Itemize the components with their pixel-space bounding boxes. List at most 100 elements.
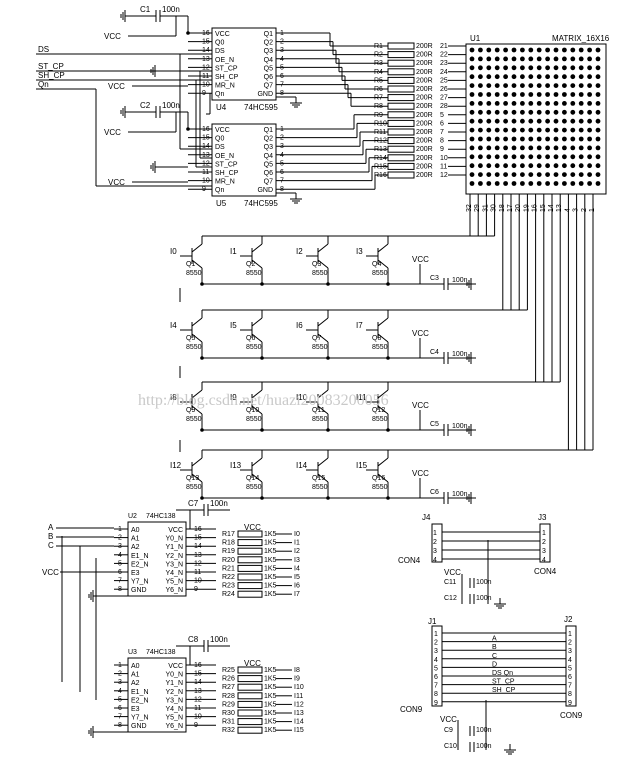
led-dot bbox=[520, 154, 525, 160]
led-dot bbox=[511, 127, 517, 133]
resistor-value: 1K5 bbox=[264, 701, 277, 708]
led-dot bbox=[486, 154, 492, 160]
matrix-pin: 21 bbox=[440, 43, 448, 50]
led-dot bbox=[562, 154, 567, 160]
transistor-collector bbox=[377, 317, 389, 327]
transistor-part: 8550 bbox=[372, 484, 388, 491]
resistor-value: 200R bbox=[416, 95, 433, 102]
led-dot bbox=[511, 56, 517, 62]
resistor-value: 1K5 bbox=[264, 540, 277, 547]
transistor-emitter bbox=[191, 405, 203, 415]
led-dot bbox=[570, 127, 576, 133]
pin-number: 3 bbox=[568, 648, 572, 655]
pin-name: GND bbox=[257, 187, 273, 194]
pin-name: A0 bbox=[131, 527, 140, 534]
pin-name: Y3_N bbox=[165, 561, 183, 568]
pin-name: Q4 bbox=[264, 57, 273, 64]
led-dot bbox=[528, 101, 534, 106]
led-dot bbox=[545, 181, 550, 186]
led-dot bbox=[595, 74, 601, 80]
chip-part: 74HC595 bbox=[244, 103, 278, 112]
led-dot bbox=[478, 56, 483, 62]
led-dot bbox=[553, 163, 559, 169]
led-dot bbox=[545, 145, 550, 151]
transistor-ref: Q12 bbox=[372, 407, 385, 414]
led-dot bbox=[562, 83, 567, 88]
led-dot bbox=[587, 136, 592, 142]
resistor-value: 200R bbox=[416, 103, 433, 110]
signal-sh-cp: SH_CP bbox=[38, 71, 65, 80]
pin-name: Q2 bbox=[264, 136, 273, 143]
led-dot bbox=[553, 83, 559, 88]
led-dot bbox=[578, 47, 584, 53]
transistor-emitter bbox=[251, 405, 263, 415]
transistor-ref: Q15 bbox=[312, 475, 325, 482]
led-dot bbox=[595, 145, 601, 151]
led-dot bbox=[553, 74, 559, 80]
decoder-output: I9 bbox=[294, 676, 300, 683]
pin-number: 4 bbox=[568, 657, 572, 664]
matrix-pin: 10 bbox=[440, 155, 448, 162]
decoder-resistor bbox=[237, 683, 263, 691]
matrix-pin: 22 bbox=[440, 52, 448, 59]
led-dot bbox=[528, 127, 534, 133]
transistor-input: I8 bbox=[170, 393, 177, 402]
capacitor-ref: C11 bbox=[444, 579, 456, 586]
led-dot bbox=[578, 163, 584, 169]
row-resistor bbox=[387, 102, 415, 110]
led-dot bbox=[587, 127, 592, 133]
row-resistor bbox=[387, 111, 415, 119]
capacitor-value: 100n bbox=[210, 635, 228, 644]
led-dot bbox=[486, 127, 492, 133]
vcc-label: VCC bbox=[108, 82, 125, 91]
led-dot bbox=[578, 172, 584, 178]
pin-name: Qn bbox=[215, 91, 224, 98]
capacitor-value: 100n bbox=[452, 491, 468, 498]
transistor-emitter bbox=[317, 259, 329, 269]
led-dot bbox=[494, 181, 500, 186]
decoder-output: I8 bbox=[294, 667, 300, 674]
pin-name: VCC bbox=[215, 31, 230, 38]
transistor-collector bbox=[377, 457, 389, 467]
led-dot bbox=[545, 83, 550, 88]
led-dot bbox=[520, 163, 525, 169]
pin-number: 7 bbox=[434, 683, 438, 690]
led-dot bbox=[570, 92, 576, 97]
transistor-input: I11 bbox=[356, 393, 367, 402]
decoder-output: I14 bbox=[294, 719, 304, 726]
shift-register-U5 bbox=[211, 123, 277, 197]
led-dot bbox=[486, 56, 492, 62]
led-dot bbox=[536, 181, 542, 186]
decoder-U3 bbox=[127, 657, 187, 733]
resistor-ref: R31 bbox=[222, 719, 235, 726]
pin-number: 2 bbox=[568, 640, 572, 647]
signal-qn: Qn bbox=[38, 80, 49, 89]
capacitor-ref: C8 bbox=[188, 635, 199, 644]
led-dot bbox=[570, 163, 576, 169]
capacitor-ref: C4 bbox=[430, 349, 439, 356]
transistor-input: I6 bbox=[296, 321, 303, 330]
led-dot bbox=[528, 163, 534, 169]
led-dot bbox=[469, 101, 475, 106]
led-dot bbox=[511, 47, 517, 53]
transistor-part: 8550 bbox=[246, 484, 262, 491]
transistor-part: 8550 bbox=[186, 484, 202, 491]
transistor-part: 8550 bbox=[312, 344, 328, 351]
capacitor-ref: C3 bbox=[430, 275, 439, 282]
transistor-part: 8550 bbox=[246, 416, 262, 423]
resistor-value: 200R bbox=[416, 163, 433, 170]
resistor-value: 200R bbox=[416, 155, 433, 162]
pin-number: 3 bbox=[434, 648, 438, 655]
transistor-input: I4 bbox=[170, 321, 177, 330]
resistor-value: 1K5 bbox=[264, 548, 277, 555]
transistor-ref: Q16 bbox=[372, 475, 385, 482]
pin-number: 5 bbox=[434, 665, 438, 672]
pin-number: 5 bbox=[568, 665, 572, 672]
transistor-collector bbox=[251, 317, 263, 327]
led-dot bbox=[469, 74, 475, 80]
pin-name: SH_CP bbox=[215, 74, 239, 81]
led-dot bbox=[570, 109, 576, 115]
transistor-input: I7 bbox=[356, 321, 363, 330]
decoder-output: I15 bbox=[294, 727, 304, 734]
led-dot bbox=[562, 145, 567, 151]
